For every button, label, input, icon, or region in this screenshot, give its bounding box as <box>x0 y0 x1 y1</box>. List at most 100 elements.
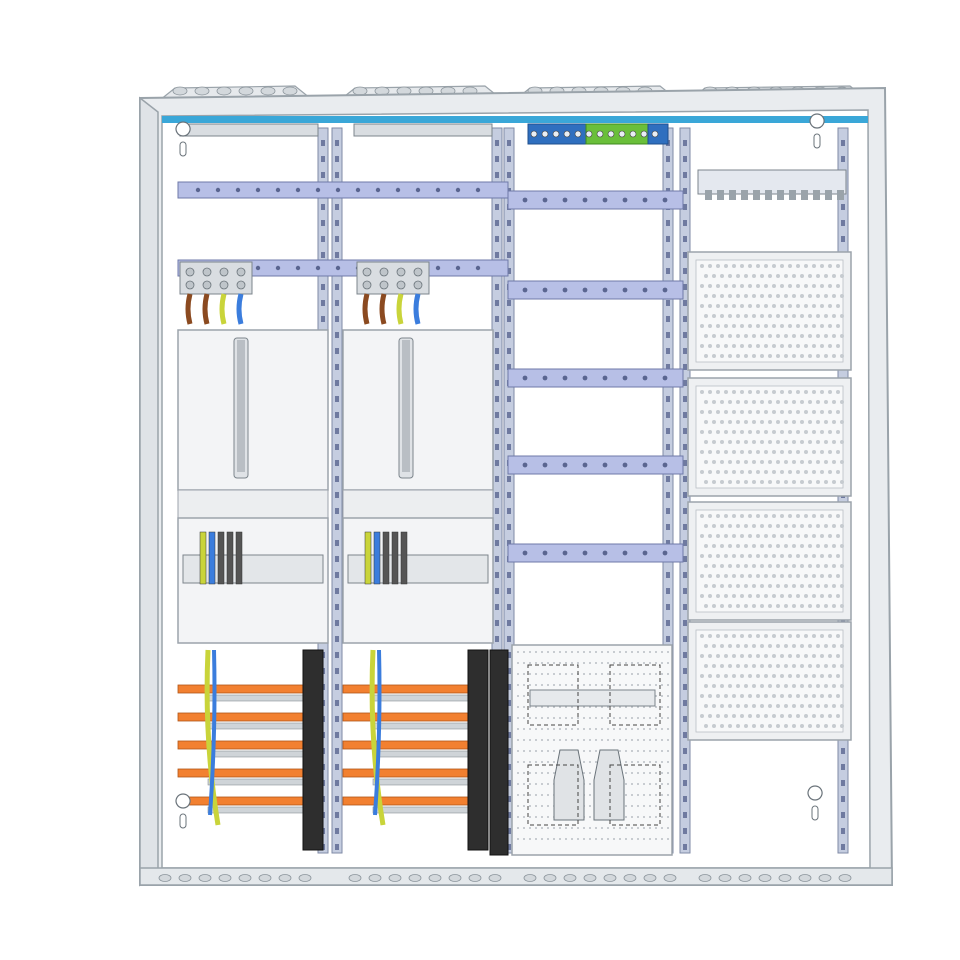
mounting-hole <box>175 793 191 809</box>
post-slot <box>666 236 670 242</box>
perforation <box>768 524 772 528</box>
panel-dot <box>583 827 585 829</box>
perforation <box>724 714 728 718</box>
panel-dot <box>661 728 663 730</box>
post-slot <box>507 300 511 306</box>
post-slot <box>666 572 670 578</box>
panel-dot <box>631 772 633 774</box>
panel-dot <box>595 662 597 664</box>
post-slot <box>495 524 499 530</box>
meter-connection-block <box>182 554 324 584</box>
post-slot <box>683 156 687 162</box>
panel-dot <box>619 728 621 730</box>
perforation <box>744 354 748 358</box>
perforation <box>740 284 744 288</box>
panel-dot <box>661 673 663 675</box>
post-slot <box>335 780 339 786</box>
perforation <box>732 304 736 308</box>
panel-dot <box>619 673 621 675</box>
post-slot <box>507 492 511 498</box>
perforation <box>740 654 744 658</box>
panel-dot <box>535 717 537 719</box>
perforation <box>788 324 792 328</box>
perforation <box>816 544 820 548</box>
panel-dot <box>661 783 663 785</box>
perforation <box>788 594 792 598</box>
gland-knob <box>260 86 276 96</box>
perforation <box>800 604 804 608</box>
perforation <box>704 584 708 588</box>
perforation <box>764 674 768 678</box>
panel-dot <box>637 728 639 730</box>
perforation <box>816 440 820 444</box>
panel-dot <box>631 783 633 785</box>
perforation <box>728 420 732 424</box>
panel-dot <box>637 827 639 829</box>
perforation <box>824 274 828 278</box>
perforation <box>736 274 740 278</box>
perforation <box>724 534 728 538</box>
perforation <box>776 420 780 424</box>
post-slot <box>507 140 511 146</box>
post-slot <box>683 492 687 498</box>
post-slot <box>335 556 339 562</box>
perforation <box>776 480 780 484</box>
perforation <box>792 274 796 278</box>
post-slot <box>335 732 339 738</box>
perforation <box>744 524 748 528</box>
mounting-holes <box>175 113 825 829</box>
perforation <box>756 324 760 328</box>
panel-dot <box>637 739 639 741</box>
post-slot <box>495 476 499 482</box>
perforation <box>784 544 788 548</box>
perforation <box>772 554 776 558</box>
perforation <box>808 460 812 464</box>
perforation <box>812 514 816 518</box>
panel-dot <box>643 783 645 785</box>
post-slot <box>683 732 687 738</box>
perforation <box>724 654 728 658</box>
panel-dot <box>583 761 585 763</box>
perforation <box>764 450 768 454</box>
panel-dot <box>529 717 531 719</box>
panel-dot <box>589 673 591 675</box>
panel-dot <box>547 739 549 741</box>
panel-dot <box>529 673 531 675</box>
perforation <box>776 684 780 688</box>
perforation <box>780 410 784 414</box>
panel-dot <box>517 695 519 697</box>
panel-dot <box>589 805 591 807</box>
perforation <box>732 534 736 538</box>
wire <box>236 293 244 325</box>
perforation <box>760 604 764 608</box>
panel-dot <box>529 651 531 653</box>
gland-knob <box>718 874 732 882</box>
panel-dot <box>517 728 519 730</box>
perforation <box>748 450 752 454</box>
meter-panel-upper <box>177 329 329 491</box>
perforation <box>728 524 732 528</box>
rail-hole <box>315 265 321 271</box>
perforation <box>772 304 776 308</box>
perforation <box>800 354 804 358</box>
perforation <box>708 574 712 578</box>
panel-dot <box>523 772 525 774</box>
perforation <box>832 440 836 444</box>
perforation <box>804 324 808 328</box>
perforation <box>708 654 712 658</box>
perforation <box>824 584 828 588</box>
perforation <box>716 430 720 434</box>
perforation <box>808 314 812 318</box>
post-slot <box>507 540 511 546</box>
post-slot <box>321 172 325 178</box>
panel-dot <box>655 816 657 818</box>
panel-dot <box>661 662 663 664</box>
perforation <box>736 294 740 298</box>
panel-dot <box>601 717 603 719</box>
perforation <box>772 324 776 328</box>
rail-hole <box>542 197 548 203</box>
post-slot <box>666 396 670 402</box>
perforation <box>840 440 844 444</box>
perforation <box>708 390 712 394</box>
perforation <box>704 664 708 668</box>
